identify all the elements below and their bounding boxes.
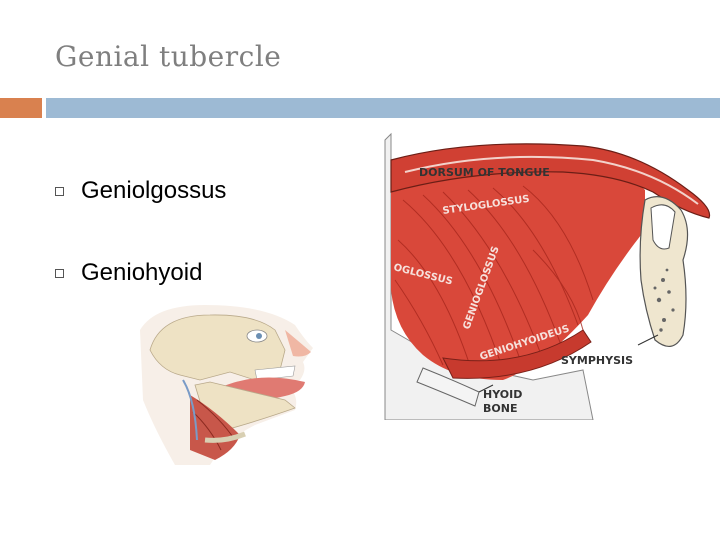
accent-bar-orange — [0, 98, 42, 118]
bullet-item-geniolgossus: Geniolgossus — [55, 170, 226, 212]
bullet-item-geniohyoid: Geniohyoid — [55, 252, 226, 294]
bullet-text: Geniohyoid — [81, 259, 203, 286]
accent-bar-blue — [46, 98, 720, 118]
label-dorsum-of-tongue: DORSUM OF TONGUE — [419, 166, 550, 179]
bullet-list: Geniolgossus Geniohyoid — [55, 170, 226, 334]
bullet-square-icon — [55, 268, 64, 278]
head-muscles-illustration — [135, 300, 320, 465]
slide-title: Genial tubercle — [55, 40, 282, 73]
bullet-text: Geniolgossus — [81, 177, 227, 204]
tongue-muscles-illustration: DORSUM OF TONGUE STYLOGLOSSUS OGLOSSUS G… — [383, 130, 720, 420]
label-hyoid: HYOID — [483, 388, 522, 401]
label-bone: BONE — [483, 402, 517, 415]
bullet-square-icon — [55, 186, 64, 196]
label-symphysis: SYMPHYSIS — [561, 354, 633, 367]
